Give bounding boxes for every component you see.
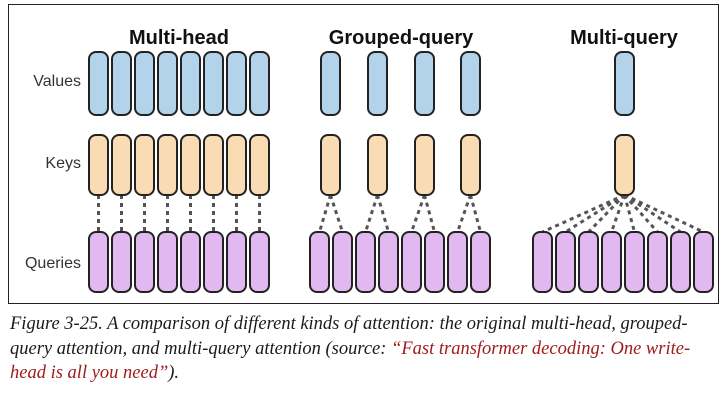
connector-line <box>623 194 659 233</box>
value-head <box>414 51 435 116</box>
query-head <box>447 231 468 293</box>
query-head <box>88 231 109 293</box>
query-head <box>309 231 330 293</box>
query-head <box>111 231 132 293</box>
connector-line <box>469 194 482 233</box>
query-head <box>647 231 668 293</box>
caption-figure-label: Figure 3-25. <box>10 314 103 334</box>
key-head <box>367 134 388 196</box>
figure-frame <box>8 4 719 304</box>
key-head <box>614 134 635 196</box>
figure-caption: Figure 3-25. A comparison of different k… <box>10 312 722 386</box>
value-head <box>460 51 481 116</box>
value-head <box>614 51 635 116</box>
connector-line <box>587 193 626 234</box>
connector-line <box>623 193 705 234</box>
panel-title-multi-query: Multi-query <box>570 27 679 49</box>
connector-line <box>610 194 626 233</box>
panel-title-grouped-query: Grouped-query <box>329 27 474 49</box>
key-head <box>180 134 201 196</box>
value-head <box>203 51 224 116</box>
connector-line <box>329 194 344 233</box>
key-head <box>460 134 481 196</box>
panel-title-multi-head: Multi-head <box>129 27 229 49</box>
connector-line <box>623 194 636 233</box>
connector-line <box>623 193 682 234</box>
connector-line <box>376 194 390 233</box>
query-head <box>180 231 201 293</box>
connector-line <box>364 194 379 233</box>
query-head <box>532 231 553 293</box>
query-head <box>226 231 247 293</box>
key-head <box>88 134 109 196</box>
value-head <box>249 51 270 116</box>
query-head <box>470 231 491 293</box>
key-head <box>134 134 155 196</box>
caption-text: A comparison of different kinds of atten… <box>10 314 688 359</box>
value-head <box>180 51 201 116</box>
row-label-keys: Keys <box>45 155 81 172</box>
query-head <box>670 231 691 293</box>
query-head <box>378 231 399 293</box>
caption-end: ). <box>168 363 180 383</box>
query-head <box>693 231 714 293</box>
connector-line <box>541 193 626 234</box>
key-head <box>320 134 341 196</box>
query-head <box>601 231 622 293</box>
value-head <box>320 51 341 116</box>
connector-line <box>318 194 332 233</box>
value-head <box>134 51 155 116</box>
connector-lines <box>97 193 705 234</box>
key-head <box>111 134 132 196</box>
value-head <box>367 51 388 116</box>
query-head <box>424 231 445 293</box>
connector-line <box>456 194 472 233</box>
connector-line <box>410 194 426 233</box>
attention-diagram: Multi-head Grouped-query Multi-query Val… <box>25 27 714 293</box>
query-head <box>624 231 645 293</box>
query-head <box>249 231 270 293</box>
key-head <box>157 134 178 196</box>
connector-line <box>564 193 626 234</box>
key-head <box>226 134 247 196</box>
query-head <box>203 231 224 293</box>
row-label-queries: Queries <box>25 255 81 272</box>
row-label-values: Values <box>33 73 81 90</box>
query-head <box>134 231 155 293</box>
query-head <box>578 231 599 293</box>
query-head <box>332 231 353 293</box>
key-head <box>203 134 224 196</box>
key-head <box>414 134 435 196</box>
query-head <box>355 231 376 293</box>
value-head <box>157 51 178 116</box>
value-head <box>88 51 109 116</box>
caption-source-link[interactable]: “Fast transformer decoding: One write-he… <box>10 338 691 384</box>
head-blocks <box>88 51 714 293</box>
connector-line <box>423 194 436 233</box>
query-head <box>555 231 576 293</box>
value-head <box>226 51 247 116</box>
query-head <box>157 231 178 293</box>
key-head <box>249 134 270 196</box>
value-head <box>111 51 132 116</box>
query-head <box>401 231 422 293</box>
